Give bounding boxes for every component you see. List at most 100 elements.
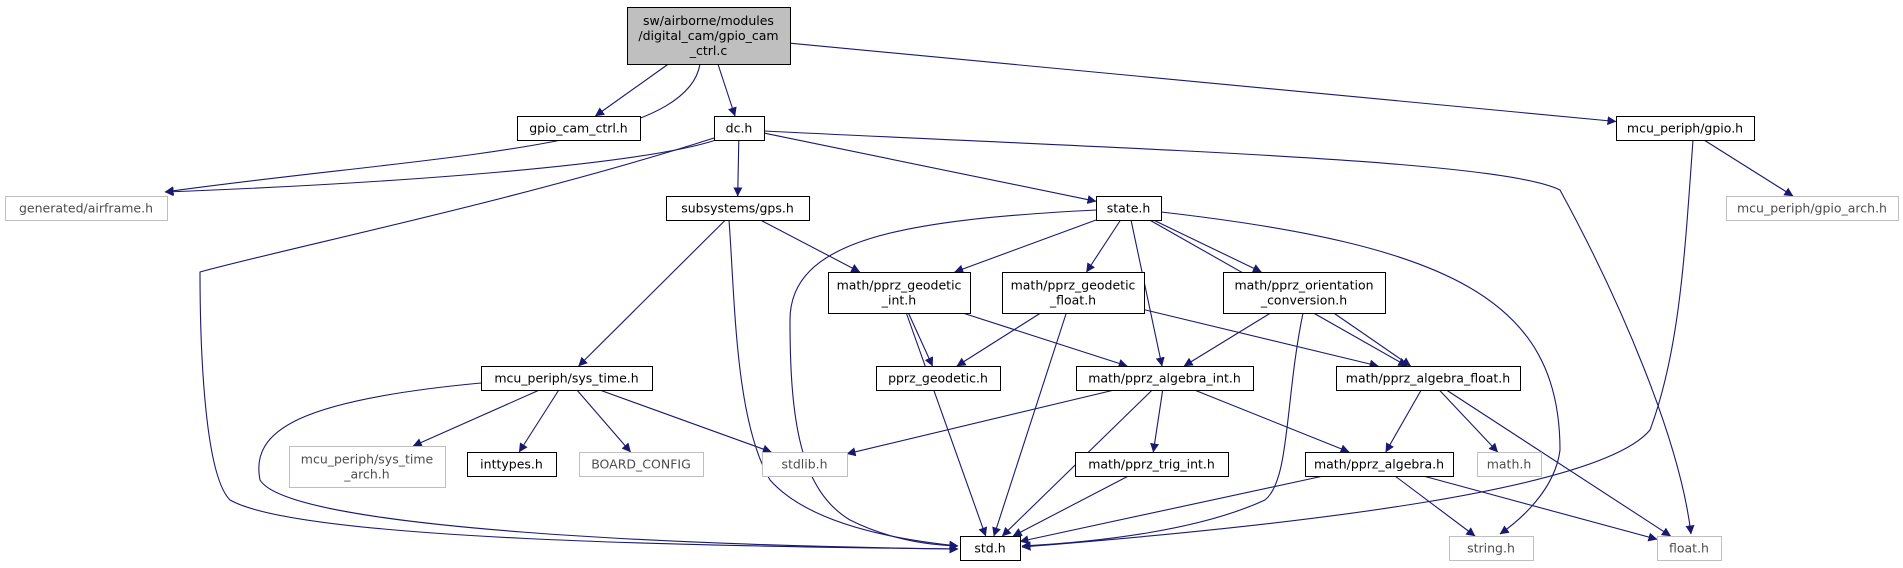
node-box <box>1002 272 1145 314</box>
edge-state_h-to-algebra_int_h <box>1130 219 1165 367</box>
node-geodetic-int-h[interactable]: math/pprz_geodetic_int.h <box>828 272 971 314</box>
node-algebra-h[interactable]: math/pprz_algebra.h <box>1305 452 1454 477</box>
node-label-line: _conversion.h <box>1260 293 1347 308</box>
node-state-h[interactable]: state.h <box>1096 196 1162 221</box>
edge-algebra_float_h-to-math_h <box>1438 389 1499 453</box>
edge-geodetic_float_h-to-std_h <box>992 312 1067 537</box>
node-label-line: dc.h <box>726 121 753 136</box>
node-box <box>467 452 557 477</box>
edge-orientation_h-to-algebra_int_h <box>1183 312 1271 367</box>
node-box <box>1657 536 1722 561</box>
node-label-line: math/pprz_algebra_int.h <box>1088 371 1241 386</box>
node-algebra-float-h[interactable]: math/pprz_algebra_float.h <box>1336 366 1521 391</box>
node-board-config: BOARD_CONFIG <box>579 452 704 477</box>
node-label-line: _float.h <box>1049 293 1096 308</box>
node-orientation-h[interactable]: math/pprz_orientation_conversion.h <box>1223 272 1386 314</box>
node-label-line: gpio_cam_ctrl.h <box>529 121 627 136</box>
node-box <box>666 196 810 221</box>
edge-gps_h-to-geodetic_int_h <box>760 219 861 273</box>
edge-dc_h-to-gps_h <box>733 139 743 197</box>
node-inttypes-h[interactable]: inttypes.h <box>467 452 557 477</box>
edge-trig_int_h-to-std_h <box>1012 475 1129 537</box>
node-math-h: math.h <box>1477 452 1542 477</box>
node-label-line: mcu_periph/gpio_arch.h <box>1737 201 1887 216</box>
node-label-line: stdlib.h <box>781 457 827 472</box>
edge-algebra_h-to-std_h <box>1019 475 1324 545</box>
node-label-line: inttypes.h <box>480 457 543 472</box>
node-box <box>5 196 168 221</box>
node-gps-h[interactable]: subsystems/gps.h <box>666 196 810 221</box>
node-root[interactable]: sw/airborne/modules/digital_cam/gpio_cam… <box>627 7 791 65</box>
edge-algebra_h-to-float_h <box>1423 475 1658 542</box>
node-box <box>1336 366 1521 391</box>
node-label-line: pprz_geodetic.h <box>888 371 988 386</box>
node-label-line: _ctrl.c <box>689 43 728 58</box>
edge-sys_time_h-to-board_config <box>576 389 632 453</box>
node-box <box>1477 452 1542 477</box>
node-box <box>714 116 765 141</box>
edge-root-to-airframe_h <box>164 63 701 196</box>
edge-root-to-mcu_gpio_h <box>789 42 1617 126</box>
edge-mcu_gpio_h-to-std_h <box>1021 139 1694 551</box>
node-label-line: _arch.h <box>343 467 389 482</box>
nodes-layer: sw/airborne/modules/digital_cam/gpio_cam… <box>5 7 1899 561</box>
node-box <box>762 452 848 477</box>
node-label-line: math.h <box>1487 457 1532 472</box>
node-label-line: sw/airborne/modules <box>643 13 774 28</box>
node-trig-int-h[interactable]: math/pprz_trig_int.h <box>1075 452 1229 477</box>
node-label-line: math/pprz_algebra_float.h <box>1346 371 1510 386</box>
edge-algebra_h-to-string_h <box>1394 475 1476 537</box>
node-box <box>1075 452 1229 477</box>
node-box <box>960 536 1021 561</box>
edge-orientation_h-to-std_h <box>1021 312 1304 551</box>
node-label-line: state.h <box>1107 201 1151 216</box>
edge-gps_h-to-sys_time_h <box>578 219 726 367</box>
node-label-line: std.h <box>974 541 1005 556</box>
node-box <box>876 366 1001 391</box>
node-label-line: mcu_periph/gpio.h <box>1627 121 1743 136</box>
node-gpio-cam-ctrl-h[interactable]: gpio_cam_ctrl.h <box>517 116 641 141</box>
node-label-line: float.h <box>1669 541 1709 556</box>
node-dc-h[interactable]: dc.h <box>714 116 765 141</box>
node-airframe-h: generated/airframe.h <box>5 196 168 221</box>
edge-state_h-to-string_h <box>1160 211 1561 535</box>
edges-layer <box>164 42 1794 554</box>
edge-dc_h-to-std_h <box>199 137 959 554</box>
node-box <box>1726 196 1899 221</box>
node-mcu-gpio-h[interactable]: mcu_periph/gpio.h <box>1616 116 1755 141</box>
node-box <box>1449 536 1534 561</box>
node-label-line: _int.h <box>881 293 916 308</box>
edge-sys_time_h-to-inttypes_h <box>518 389 560 453</box>
node-gpio-arch-h: mcu_periph/gpio_arch.h <box>1726 196 1899 221</box>
node-label-line: /digital_cam/gpio_cam <box>638 28 778 43</box>
node-box <box>517 116 641 141</box>
node-label-line: math/pprz_orientation <box>1234 278 1373 293</box>
node-label-line: math/pprz_algebra.h <box>1314 457 1444 472</box>
node-label-line: BOARD_CONFIG <box>591 457 691 472</box>
node-pprz-geodetic-h[interactable]: pprz_geodetic.h <box>876 366 1001 391</box>
edge-algebra_int_h-to-stdlib_h <box>846 389 1115 457</box>
edge-dc_h-to-float_h <box>763 130 1695 535</box>
edge-sys_time_h-to-sys_time_arch_h <box>412 389 540 447</box>
node-float-h: float.h <box>1657 536 1722 561</box>
node-label-line: mcu_periph/sys_time.h <box>494 371 638 386</box>
node-box <box>828 272 971 314</box>
node-box <box>1076 366 1254 391</box>
node-std-h[interactable]: std.h <box>960 536 1021 561</box>
edge-sys_time_h-to-std_h <box>258 382 959 554</box>
edge-algebra_int_h-to-algebra_h <box>1194 389 1350 453</box>
node-sys-time-h[interactable]: mcu_periph/sys_time.h <box>481 366 653 391</box>
node-label-line: generated/airframe.h <box>19 201 153 216</box>
edge-geodetic_float_h-to-algebra_float_h <box>1143 309 1379 369</box>
node-label-line: mcu_periph/sys_time <box>301 452 434 467</box>
edge-root-to-dc_h <box>717 63 737 117</box>
node-label-line: math/pprz_geodetic <box>837 278 962 293</box>
edge-dc_h-to-airframe_h <box>164 139 717 197</box>
node-algebra-int-h[interactable]: math/pprz_algebra_int.h <box>1076 366 1254 391</box>
edge-algebra_int_h-to-trig_int_h <box>1150 389 1164 453</box>
node-box <box>289 446 446 488</box>
node-geodetic-float-h[interactable]: math/pprz_geodetic_float.h <box>1002 272 1145 314</box>
node-stdlib-h: stdlib.h <box>762 452 848 477</box>
node-string-h: string.h <box>1449 536 1534 561</box>
